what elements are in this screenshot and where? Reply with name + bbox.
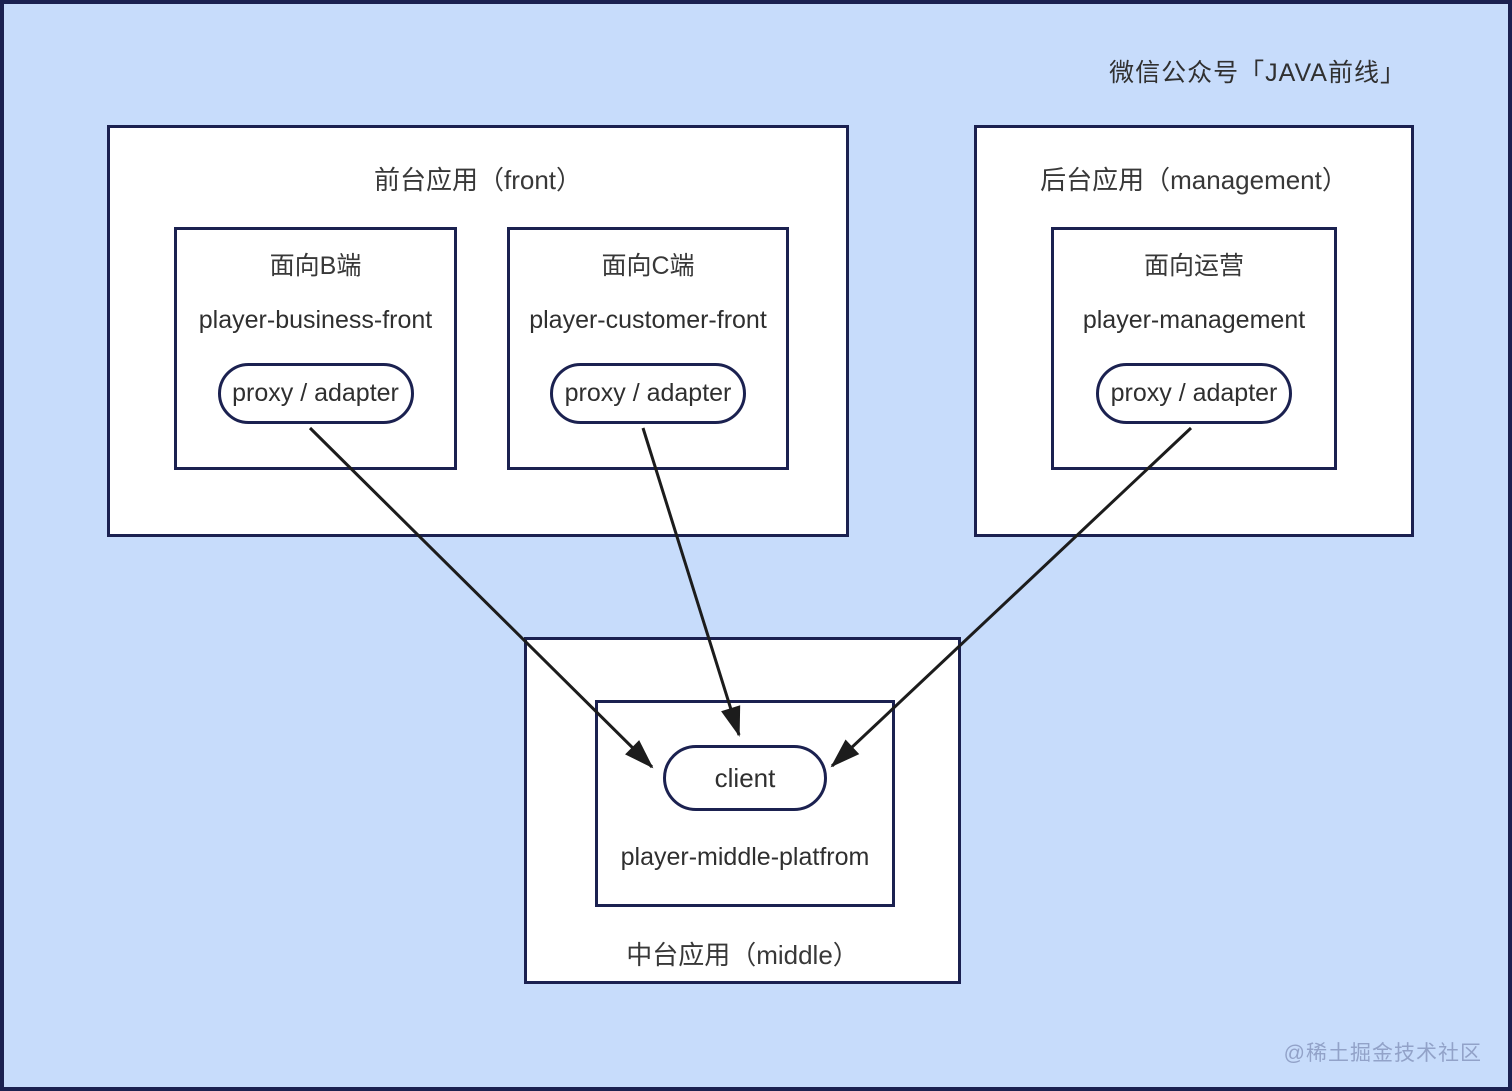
front-app-box: 前台应用（front） 面向B端 player-business-front p… — [107, 125, 849, 537]
business-front-module: 面向B端 player-business-front proxy / adapt… — [174, 227, 457, 470]
middle-platform-module: client player-middle-platfrom — [595, 700, 895, 907]
management-name: player-management — [1082, 306, 1306, 334]
business-front-proxy-adapter-pill: proxy / adapter — [217, 363, 414, 424]
client-pill: client — [663, 745, 827, 811]
middle-app-box: client player-middle-platfrom 中台应用（middl… — [524, 637, 961, 984]
middle-app-title: 中台应用（middle） — [626, 940, 859, 970]
management-app-title: 后台应用（management） — [1040, 165, 1348, 195]
wechat-account-label: 微信公众号「JAVA前线」 — [1109, 59, 1406, 87]
management-app-box: 后台应用（management） 面向运营 player-management … — [974, 125, 1414, 537]
business-front-audience: 面向B端 — [269, 252, 362, 280]
customer-front-proxy-adapter-pill: proxy / adapter — [550, 363, 746, 424]
business-front-name: player-business-front — [198, 306, 433, 334]
customer-front-name: player-customer-front — [529, 306, 767, 334]
management-proxy-adapter-pill: proxy / adapter — [1096, 363, 1292, 424]
management-module: 面向运营 player-management proxy / adapter — [1051, 227, 1337, 470]
customer-front-audience: 面向C端 — [601, 252, 695, 280]
front-app-title: 前台应用（front） — [373, 165, 583, 195]
middle-platform-name: player-middle-platfrom — [620, 843, 870, 871]
juejin-watermark: @稀土掘金技术社区 — [1283, 1042, 1482, 1065]
management-audience: 面向运营 — [1143, 252, 1244, 280]
customer-front-module: 面向C端 player-customer-front proxy / adapt… — [507, 227, 789, 470]
